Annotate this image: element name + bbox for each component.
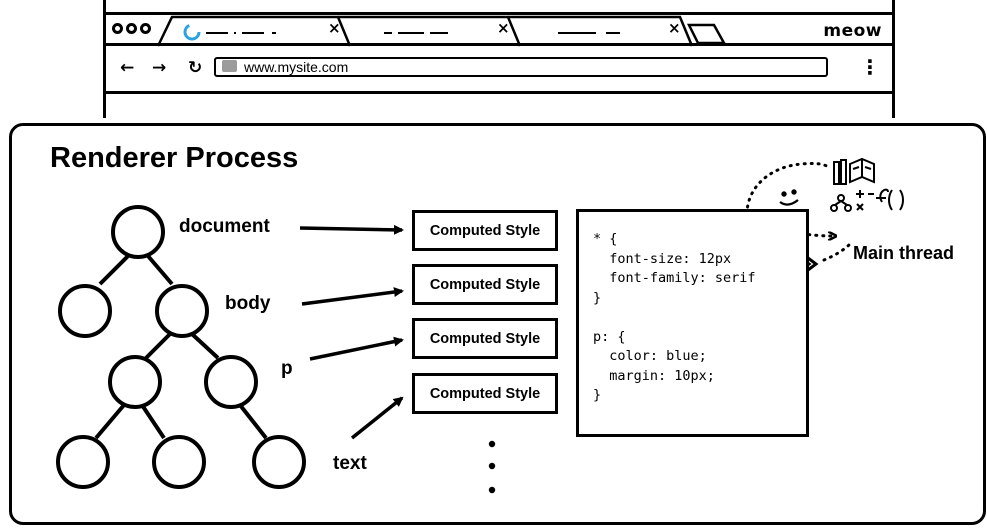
more-ellipsis [488,440,496,494]
arrow-body [301,287,404,306]
arrow-text [350,396,404,440]
address-bar[interactable]: www.mysite.com [214,57,828,77]
css-code: * { font-size: 12px font-family: serif }… [593,231,756,403]
tree-node-document [111,205,165,259]
arrow-document [299,224,404,235]
tab-close-icon[interactable]: × [497,19,510,37]
diagram-drawing [56,157,904,494]
back-arrow-icon[interactable]: ← [120,58,135,78]
tree-node [56,435,110,489]
tree-node [58,284,112,338]
css-rules-box: * { font-size: 12px font-family: serif }… [576,209,809,437]
computed-style-box: Computed Style [412,264,558,305]
reload-icon[interactable]: ↻ [188,58,203,78]
window-control-dot[interactable] [140,23,151,34]
smiley-face-icon [779,189,799,206]
browser-window: × × × meow ← → ↻ www.mysite.com ⋮ [103,0,895,118]
menu-icon[interactable]: ⋮ [860,55,880,79]
browser-brand: meow [823,21,882,41]
node-label-document: document [179,216,270,237]
lock-icon [222,60,237,72]
main-thread-label: Main thread [853,243,955,263]
renderer-process-panel: Renderer Process [9,123,986,525]
tab-close-icon[interactable]: × [328,19,341,37]
nav-bar: ← → ↻ www.mysite.com ⋮ [106,46,892,94]
arrow-p [309,336,404,361]
tools-doodle-icon [830,157,904,212]
panel-title: Renderer Process [50,142,299,174]
computed-style-box: Computed Style [412,373,558,414]
node-label-p: p [281,358,293,379]
window-control-dot[interactable] [112,23,123,34]
tab-bar: × × × meow [106,12,892,47]
computed-style-box: Computed Style [412,210,558,251]
tree-node [108,355,162,409]
window-control-dot[interactable] [126,23,137,34]
tab-outlines [156,15,727,47]
computed-style-box: Computed Style [412,318,558,359]
tree-node-p [204,355,258,409]
tree-node-body [155,284,209,338]
tab-close-icon[interactable]: × [668,19,681,37]
tree-edges [94,254,268,440]
forward-arrow-icon[interactable]: → [152,58,167,78]
tree-node [152,435,206,489]
url-text: www.mysite.com [244,59,349,75]
node-label-body: body [225,293,271,314]
main-thread-loop [745,162,832,216]
tree-node-text [252,435,306,489]
node-label-text: text [333,453,367,474]
